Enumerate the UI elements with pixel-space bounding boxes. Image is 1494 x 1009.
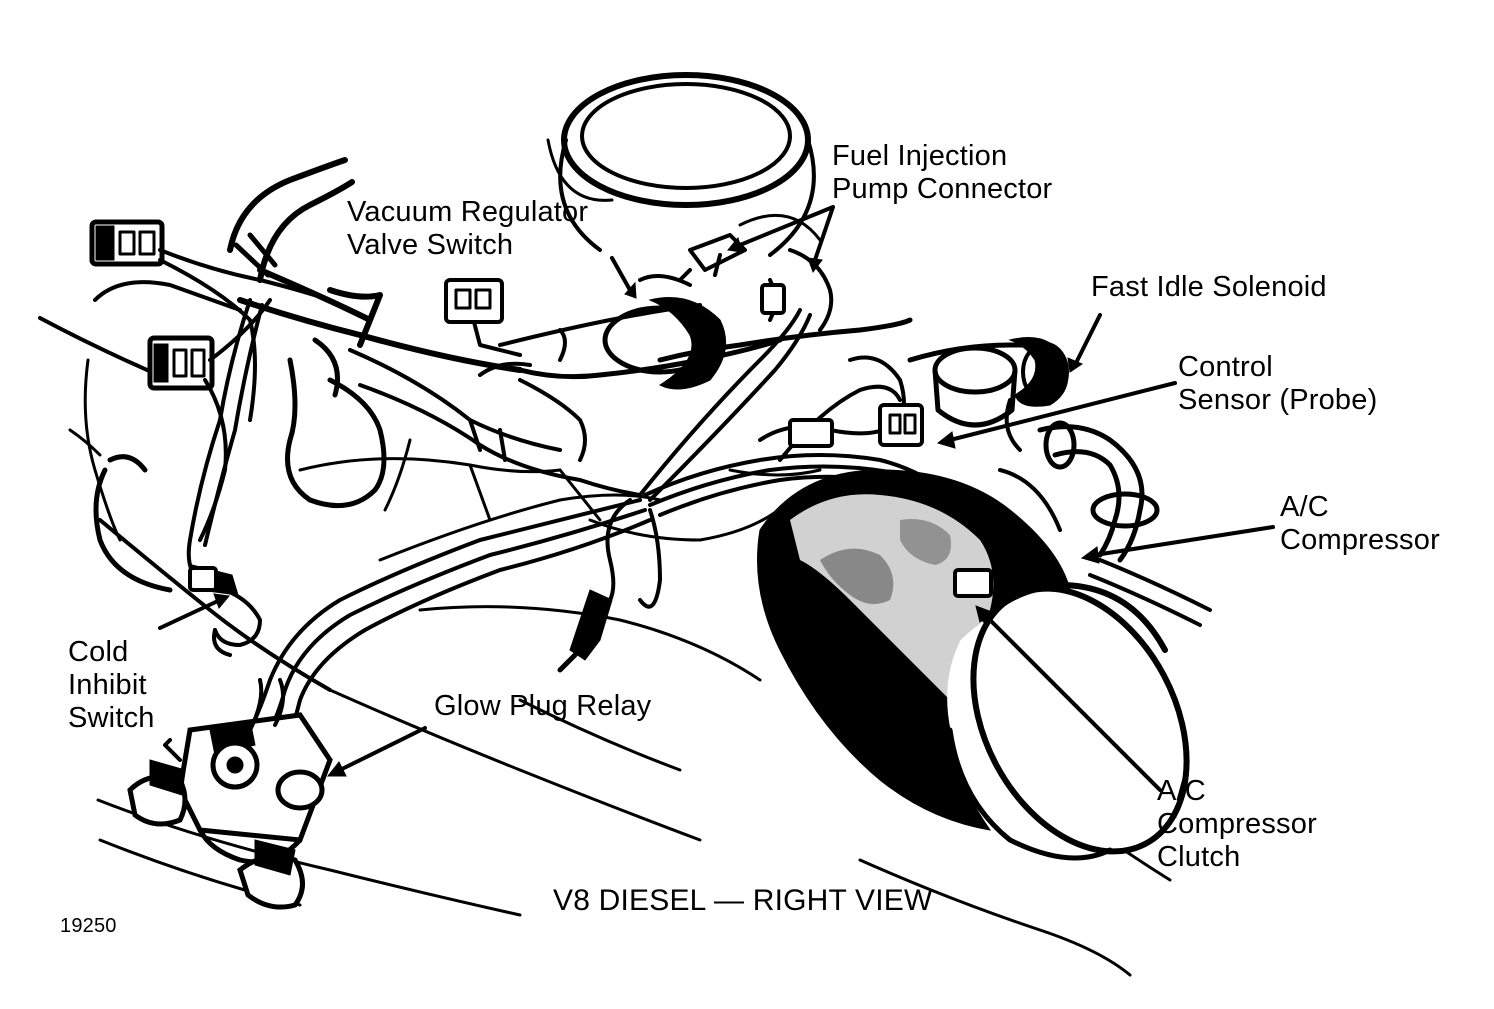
glow-plug-relay-part <box>127 678 333 910</box>
fast-idle-solenoid-label: Fast Idle Solenoid <box>1091 271 1327 304</box>
label-line: A/C <box>1157 775 1206 807</box>
label-line: Glow Plug Relay <box>434 690 652 722</box>
control-sensor-label: Control Sensor (Probe) <box>1178 351 1377 417</box>
fast-idle-solenoid <box>907 337 1069 452</box>
vacuum-regulator-valve-switch-label: Vacuum Regulator Valve Switch <box>347 196 588 262</box>
label-line: Switch <box>68 702 155 734</box>
vacuum-regulator-connector <box>444 278 522 357</box>
ac-compressor-lines <box>998 420 1212 627</box>
diagram-caption: V8 DIESEL — RIGHT VIEW <box>553 884 933 917</box>
glow-plug-relay-label: Glow Plug Relay <box>434 690 651 723</box>
label-line: Inhibit <box>68 669 147 701</box>
cold-inhibit-switch <box>93 454 262 657</box>
label-line: Compressor <box>1280 524 1440 556</box>
fuel-injection-pump-area <box>602 213 834 390</box>
label-line: Cold <box>68 636 129 668</box>
label-line: Pump Connector <box>832 173 1053 205</box>
left-connectors <box>89 219 332 542</box>
label-line: Fuel Injection <box>832 140 1008 172</box>
leader-lines <box>158 205 1275 792</box>
label-line: Compressor <box>1157 808 1317 840</box>
label-line: Valve Switch <box>347 229 514 261</box>
label-line: Fast Idle Solenoid <box>1091 271 1327 303</box>
hoses <box>227 157 913 509</box>
fuel-injection-pump-connector-label: Fuel Injection Pump Connector <box>832 140 1052 206</box>
label-line: Sensor (Probe) <box>1178 384 1378 416</box>
label-line: Clutch <box>1157 841 1241 873</box>
air-cleaner <box>546 72 816 257</box>
label-line: Control <box>1178 351 1273 383</box>
ac-compressor-label: A/C Compressor <box>1280 491 1440 557</box>
label-line: Vacuum Regulator <box>347 196 589 228</box>
ac-compressor-clutch-label: A/C Compressor Clutch <box>1157 775 1317 874</box>
cold-inhibit-switch-label: Cold Inhibit Switch <box>68 636 155 735</box>
ac-compressor <box>757 469 1190 861</box>
label-line: A/C <box>1280 491 1329 523</box>
figure-number: 19250 <box>60 915 117 937</box>
